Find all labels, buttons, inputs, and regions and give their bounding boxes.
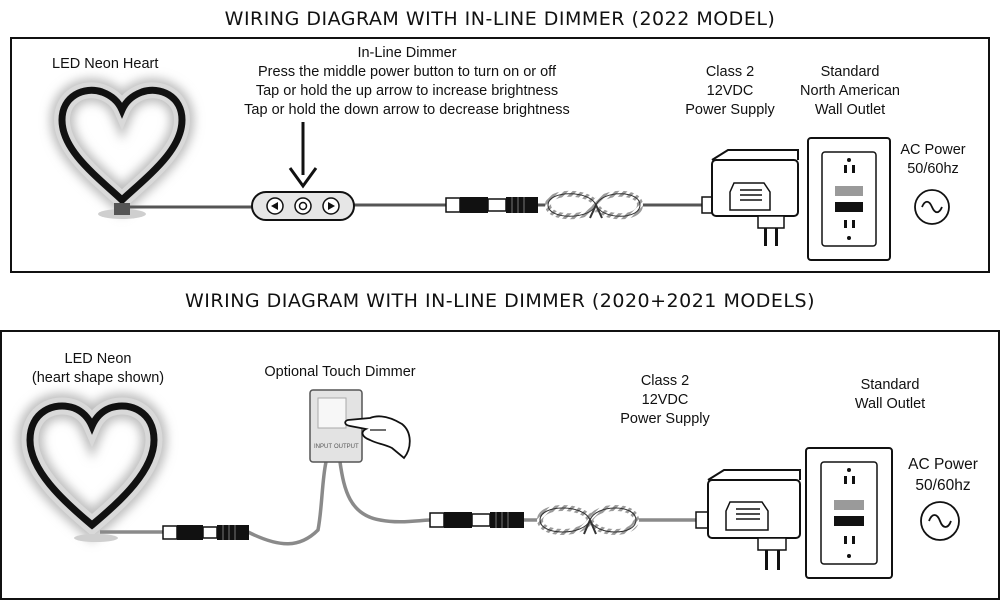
ac-power-label: AC Power: [900, 142, 966, 158]
psu-class-label: Class 2: [705, 64, 755, 80]
top-barrel-connector: [445, 197, 538, 213]
ac-power-label-2: AC Power: [908, 456, 978, 473]
psu-class-label-2: Class 2: [640, 373, 690, 389]
dimmer-output-port-label: OUTPUT: [334, 444, 359, 450]
top-diagram-title: WIRING DIAGRAM WITH IN-LINE DIMMER (2022…: [224, 8, 776, 30]
ac-frequency-label: 50/60hz: [907, 161, 959, 177]
dimmer-down-arrow-icon: [271, 202, 278, 210]
bottom-outlet-label: Standard Wall Outlet: [830, 376, 950, 414]
neon-label-line2: (heart shape shown): [31, 370, 165, 386]
top-power-supply: [701, 149, 799, 246]
outlet-label-line1-2: Standard: [860, 377, 920, 393]
ac-frequency-label-2: 50/60hz: [915, 477, 971, 494]
outlet-label-line1: Standard: [820, 64, 880, 80]
bottom-diagram-title: WIRING DIAGRAM WITH IN-LINE DIMMER (2020…: [185, 290, 815, 312]
dimmer-instruction-down: Tap or hold the down arrow to decrease b…: [244, 102, 570, 118]
bottom-wall-outlet: [805, 447, 893, 579]
dimmer-input-port-label: INPUT: [314, 444, 332, 450]
top-dimmer-instructions: In-Line Dimmer Press the middle power bu…: [222, 44, 592, 120]
touch-dimmer-label: Optional Touch Dimmer: [264, 364, 416, 380]
outlet-label-line3: Wall Outlet: [814, 102, 886, 118]
top-coiled-cable: [544, 190, 644, 220]
inline-dimmer: [251, 191, 355, 221]
neon-label-line1: LED Neon: [64, 351, 132, 367]
dimmer-instruction-up: Tap or hold the up arrow to increase bri…: [255, 83, 559, 99]
top-power-supply-label: Class 2 12VDC Power Supply: [678, 63, 782, 120]
psu-name-label-2: Power Supply: [620, 411, 710, 427]
dimmer-up-arrow-icon: [328, 202, 335, 210]
bottom-neon-label: LED Neon (heart shape shown): [18, 350, 178, 388]
dimmer-title: In-Line Dimmer: [357, 45, 457, 61]
bottom-left-barrel-connector: [162, 525, 249, 540]
top-ac-label: AC Power 50/60hz: [893, 141, 973, 179]
top-outlet-label: Standard North American Wall Outlet: [790, 63, 910, 120]
bottom-coiled-cable: [536, 505, 640, 535]
pointer-arrow-icon: [288, 122, 318, 189]
psu-voltage-label-2: 12VDC: [641, 392, 689, 408]
touch-dimmer-box: [309, 389, 363, 463]
bottom-power-supply: [695, 469, 801, 570]
bottom-right-barrel-connector: [429, 512, 524, 528]
top-cables: [130, 203, 712, 209]
top-wall-outlet: [807, 137, 891, 261]
bottom-ac-label: AC Power 50/60hz: [898, 454, 988, 496]
psu-name-label: Power Supply: [685, 102, 775, 118]
pointing-hand-icon: [344, 415, 411, 460]
bottom-power-supply-label: Class 2 12VDC Power Supply: [610, 372, 720, 429]
top-neon-heart: [49, 78, 195, 219]
top-heart-label: LED Neon Heart: [52, 56, 159, 72]
psu-voltage-label: 12VDC: [706, 83, 754, 99]
bottom-ac-sine-wave-icon: [920, 501, 960, 541]
outlet-label-line2-2: Wall Outlet: [854, 396, 926, 412]
top-ac-sine-wave-icon: [914, 189, 950, 225]
outlet-label-line2: North American: [800, 83, 900, 99]
bottom-neon-heart: [16, 393, 168, 542]
dimmer-instruction-power: Press the middle power button to turn on…: [258, 64, 556, 80]
dimmer-power-icon: [298, 201, 308, 211]
